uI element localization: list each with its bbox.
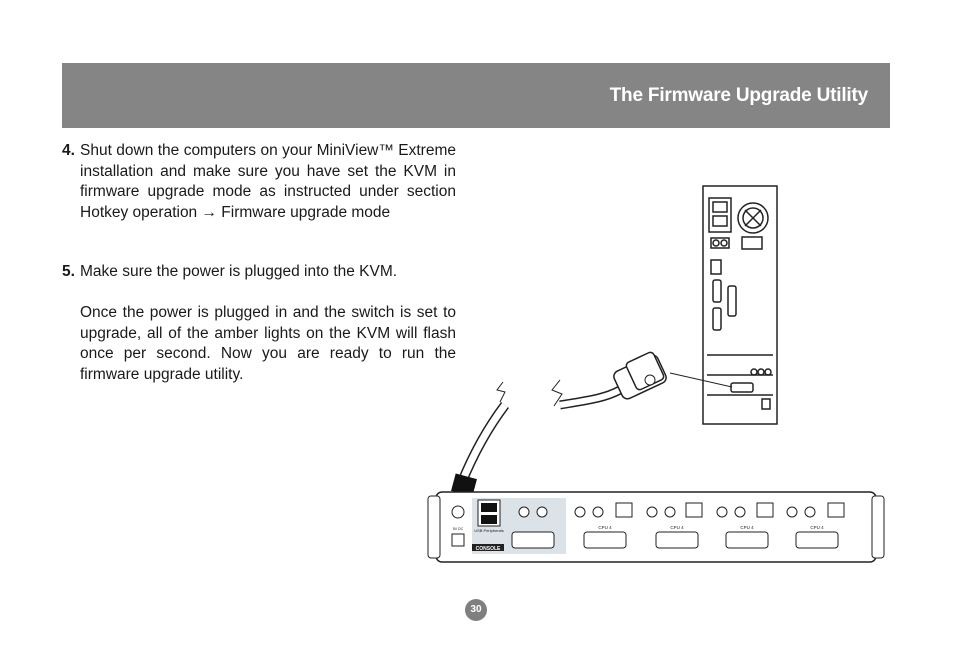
step-text: Shut down the computers on your MiniView… (80, 142, 456, 221)
step-number: 5. (62, 263, 75, 280)
kvm-switch: USB Peripherals 5V DC CONSOLE CPU 4 (427, 491, 885, 563)
step-4: 4. Shut down the computers on your MiniV… (62, 141, 456, 223)
step-number: 4. (62, 142, 75, 159)
usb-label: USB Peripherals (474, 528, 504, 533)
page-title: The Firmware Upgrade Utility (609, 85, 869, 106)
kvm-connection-diagram: USB Peripherals 5V DC CONSOLE CPU 4 (420, 180, 890, 572)
cpu-label: CPU 4 (598, 525, 612, 530)
step-text: Make sure the power is plugged into the … (80, 263, 398, 280)
vga-cable (551, 351, 667, 410)
cpu-label: CPU 4 (670, 525, 684, 530)
cpu-label: CPU 4 (740, 525, 754, 530)
instruction-paragraph: Once the power is plugged in and the swi… (80, 304, 456, 383)
kvm-cable (451, 381, 510, 497)
power-label: 5V DC (453, 527, 464, 531)
diagram-svg: USB Peripherals 5V DC CONSOLE CPU 4 (427, 185, 885, 563)
cpu-label: CPU 4 (810, 525, 824, 530)
page-number: 30 (465, 599, 487, 621)
step-5: 5. Make sure the power is plugged into t… (62, 262, 456, 283)
computer-back-panel (702, 185, 778, 425)
header-bar: The Firmware Upgrade Utility (62, 63, 890, 128)
console-label: CONSOLE (476, 546, 501, 552)
